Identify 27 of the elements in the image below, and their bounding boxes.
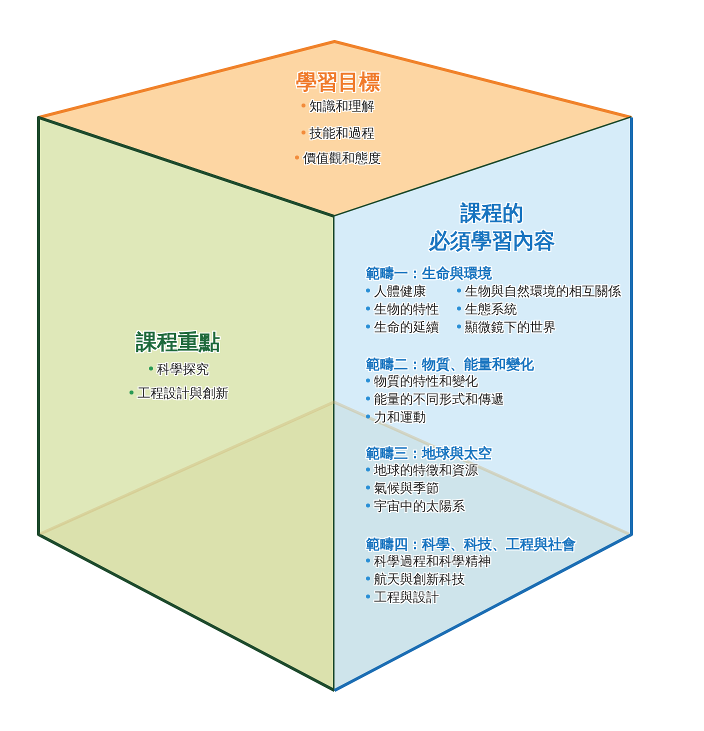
list-item: 工程與設計 (366, 592, 439, 606)
face-heading: 課程的必須學習內容 (429, 200, 555, 255)
list-item: 力和運動 (366, 412, 426, 426)
list-item: 地球的特徵和資源 (366, 464, 478, 480)
list-item: 人體健康 (366, 286, 426, 300)
list-item: 生物的特性 (366, 304, 439, 318)
face-heading: 學習目標 (296, 69, 380, 96)
list-item: 生態系統 (457, 304, 517, 318)
list-item: 顯微鏡下的世界 (457, 322, 556, 336)
list-item: 氣候與季節 (366, 482, 439, 498)
list-item: 航天與創新科技 (366, 574, 465, 588)
face-heading: 課程重點 (136, 329, 220, 356)
list-item: 科學探究 (149, 364, 209, 378)
category-heading: 範疇二：物質、能量和變化 (366, 356, 534, 374)
list-item: 工程設計與創新 (130, 388, 228, 402)
category-heading: 範疇三：地球與太空 (366, 446, 492, 462)
list-item: 生命的延續 (366, 322, 439, 336)
list-item: 物質的特性和變化 (366, 376, 478, 390)
list-item: 生物與自然環境的相互關係 (457, 286, 621, 300)
list-item: 價值觀和態度 (295, 152, 381, 168)
list-item: 科學過程和科學精神 (366, 556, 491, 570)
category-heading: 範疇四：科學、科技、工程與社會 (366, 536, 576, 554)
category-heading: 範疇一：生命與環境 (366, 266, 492, 282)
list-item: 知識和理解 (302, 100, 374, 116)
list-item: 宇宙中的太陽系 (366, 500, 465, 516)
list-item: 能量的不同形式和傳遞 (366, 394, 504, 408)
list-item: 技能和過程 (302, 128, 374, 142)
